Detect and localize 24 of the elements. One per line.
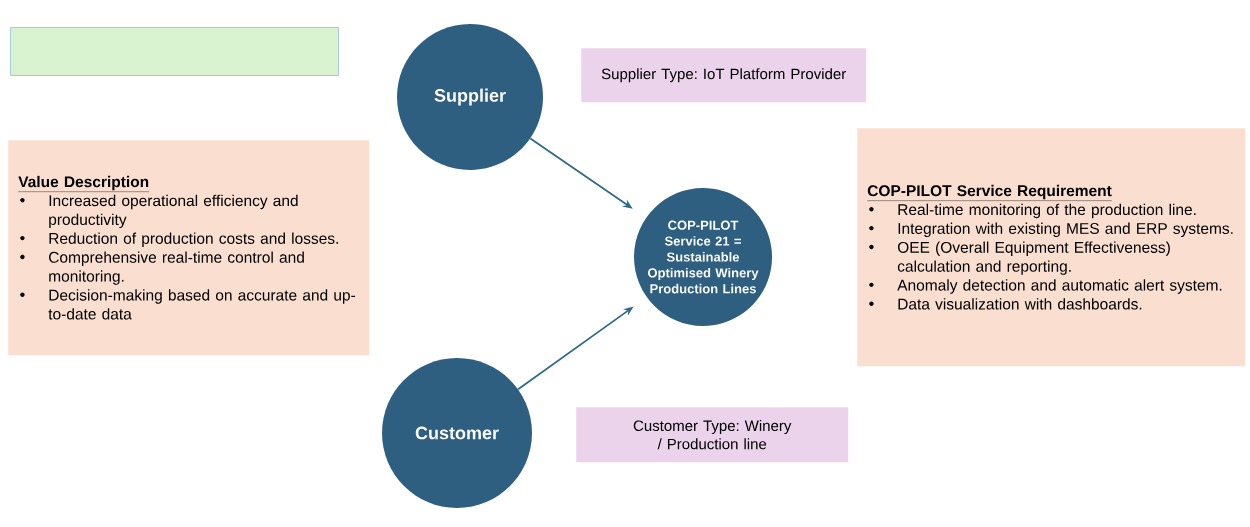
circle-node bbox=[382, 358, 532, 508]
heading: COP-PILOT Service Requirement bbox=[867, 184, 1112, 201]
bullet-text: Real-time monitoring of the production line. bbox=[898, 203, 1196, 219]
bullet-text: Reduction of production costs and losses. bbox=[49, 232, 338, 247]
circle-label: Supplier bbox=[434, 88, 506, 106]
text-box bbox=[576, 407, 849, 463]
text-box bbox=[10, 27, 339, 76]
circle-label: Customer bbox=[415, 426, 499, 440]
box-label: Supplier Type: IoT Platform Provider bbox=[601, 68, 846, 83]
bullet-text: Integration with existing MES and ERP systems. bbox=[898, 222, 1233, 238]
text-box bbox=[8, 140, 370, 356]
text-box bbox=[581, 48, 867, 103]
circle-label: COP-PILOT Service 21 = Sustainable Optimised Winery Production Lines bbox=[648, 220, 759, 294]
text-box bbox=[857, 128, 1246, 367]
box-label: Customer Type: Winery / Production line bbox=[633, 420, 792, 450]
bullet-text: Data visualization with dashboards. bbox=[898, 298, 1142, 310]
circle-node bbox=[397, 24, 543, 170]
circle-node bbox=[634, 188, 772, 326]
heading: Value Description bbox=[18, 175, 150, 192]
bullet-text: Comprehensive real-time control and monitoring. bbox=[49, 251, 304, 285]
bullet-text: Anomaly detection and automatic alert system. bbox=[897, 279, 1222, 294]
bullet-text: OEE (Overall Equipment Effectiveness) calculation and reporting. bbox=[897, 241, 1170, 275]
bullet-text: Increased operational efficiency and productivity bbox=[49, 194, 298, 229]
bullet-text: Decision-making based on accurate and up-to-date data bbox=[48, 289, 356, 320]
